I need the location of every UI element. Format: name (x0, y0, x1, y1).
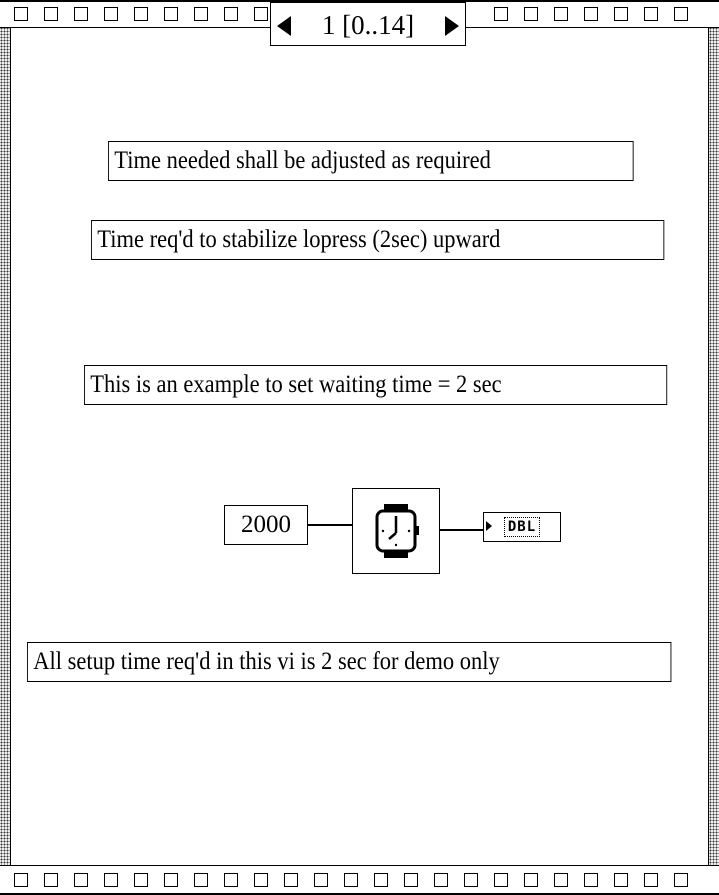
dbl-type-label: DBL (503, 517, 541, 537)
sprocket-hole (554, 873, 568, 887)
sprocket-hole (74, 873, 88, 887)
sprocket-hole (404, 873, 418, 887)
sprocket-hole (74, 7, 88, 21)
sprocket-hole (104, 7, 118, 21)
sprocket-hole (584, 873, 598, 887)
numeric-constant[interactable]: 2000 (224, 505, 308, 545)
sprocket-hole (254, 873, 268, 887)
sprocket-hole (14, 7, 28, 21)
sprocket-hole (494, 873, 508, 887)
label-time-adjust[interactable]: Time needed shall be adjusted as require… (108, 141, 634, 181)
frame-strip-bottom (0, 865, 719, 895)
wire-constant-to-wait (308, 524, 352, 526)
sprocket-hole (554, 7, 568, 21)
watch-icon (375, 504, 419, 558)
sprocket-hole (314, 873, 328, 887)
wire-wait-to-indicator (440, 529, 483, 531)
previous-frame-arrow-icon[interactable] (277, 16, 291, 36)
sprocket-hole (284, 873, 298, 887)
frame-border-left (0, 0, 11, 895)
sprocket-hole (584, 7, 598, 21)
sprocket-hole (644, 7, 658, 21)
sprocket-hole (104, 873, 118, 887)
next-frame-arrow-icon[interactable] (445, 16, 459, 36)
sprocket-hole (44, 7, 58, 21)
sprocket-hole (614, 7, 628, 21)
sprocket-hole (644, 873, 658, 887)
sprocket-hole (524, 7, 538, 21)
sprocket-hole (254, 7, 268, 21)
sprocket-hole (674, 873, 688, 887)
frame-selector-label: 1 [0..14] (321, 10, 415, 40)
dbl-indicator[interactable]: DBL (483, 512, 561, 542)
sprocket-hole (494, 7, 508, 21)
sprocket-hole (344, 873, 358, 887)
sprocket-hole (374, 873, 388, 887)
sprocket-hole (434, 873, 448, 887)
label-time-stabilize[interactable]: Time req'd to stabilize lopress (2sec) u… (91, 220, 665, 260)
sprocket-hole (524, 873, 538, 887)
sprocket-hole (14, 873, 28, 887)
label-example[interactable]: This is an example to set waiting time =… (84, 365, 668, 405)
sprocket-hole (134, 873, 148, 887)
frame-selector[interactable]: 1 [0..14] (270, 2, 466, 46)
sprocket-hole (674, 7, 688, 21)
sprocket-hole (164, 7, 178, 21)
sprocket-hole (134, 7, 148, 21)
label-setup-time[interactable]: All setup time req'd in this vi is 2 sec… (27, 642, 672, 682)
indicator-input-arrow-icon (486, 521, 492, 531)
frame-border-right (708, 0, 719, 895)
wait-ms-function[interactable] (352, 488, 440, 574)
sprocket-hole (44, 873, 58, 887)
sprocket-hole (194, 873, 208, 887)
sprocket-hole (224, 7, 238, 21)
sprocket-hole (164, 873, 178, 887)
sprocket-hole (464, 873, 478, 887)
sprocket-hole (614, 873, 628, 887)
sprocket-hole (194, 7, 208, 21)
sprocket-hole (224, 873, 238, 887)
